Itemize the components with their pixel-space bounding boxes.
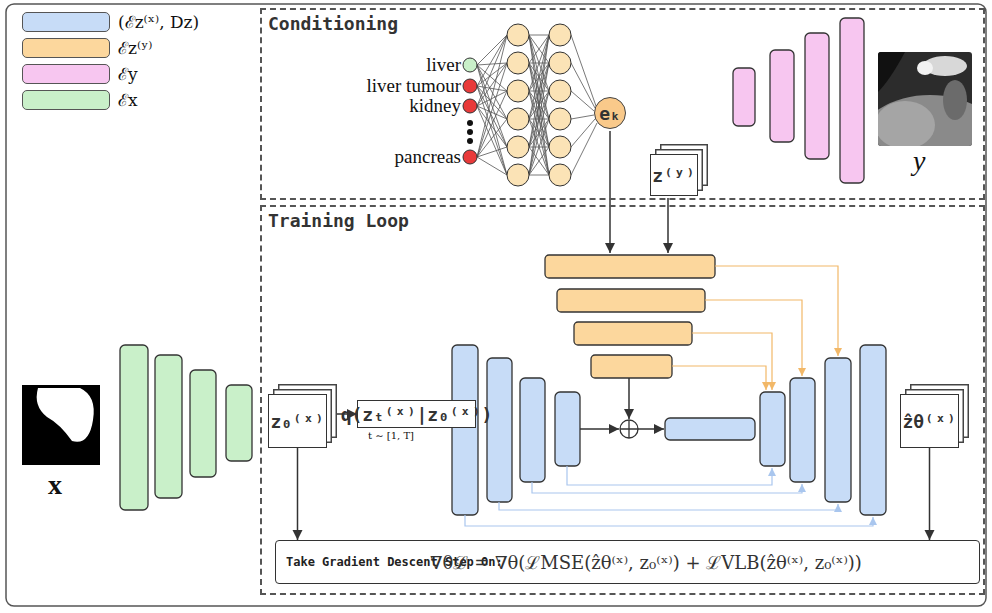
outer-frame — [6, 4, 986, 606]
node-text: z₀⁽ˣ⁾ — [270, 411, 324, 432]
node-text: ẑθ⁽ˣ⁾ — [902, 411, 956, 432]
training-panel: Training Loop z₀⁽ˣ⁾ q(zₜ⁽ˣ⁾|z₀⁽ˣ⁾) ẑθ⁽ˣ⁾ Tak… — [260, 205, 985, 595]
input-unit — [463, 58, 477, 72]
image-encoder — [733, 18, 864, 183]
input-unit — [463, 79, 477, 93]
legend-swatch — [22, 12, 110, 32]
mask-image — [22, 385, 100, 465]
node-text: z⁽ʸ⁾ — [652, 165, 695, 186]
embedding-node: eₖ — [594, 97, 626, 129]
network-input-units — [463, 58, 477, 164]
loss-box: Take Gradient Descent Step On: ∇θℒ = ∇θ(ℒ… — [275, 540, 980, 584]
flow-arrow — [929, 448, 931, 540]
class-label: liver tumour — [367, 75, 461, 97]
legend-swatch — [22, 90, 110, 110]
ct-image — [878, 52, 972, 146]
network-edges — [477, 35, 597, 175]
input-unit — [463, 150, 477, 164]
node-body-text: ∇θℒ = ∇θ(ℒMSE(ẑθ⁽ˣ⁾, z₀⁽ˣ⁾) + ℒVLB(ẑθ⁽ˣ⁾… — [430, 550, 862, 574]
unet-arrows — [580, 378, 664, 429]
mask-label: x — [48, 470, 62, 500]
unet-blocks — [452, 345, 886, 515]
legend-text: ℰz⁽ʸ⁾ — [118, 38, 153, 58]
ellipsis-dots — [467, 120, 473, 144]
legend-text: ℰy — [118, 64, 138, 84]
legend-text: ℰx — [118, 90, 138, 110]
noise-process-box: q(zₜ⁽ˣ⁾|z₀⁽ˣ⁾) — [357, 400, 476, 428]
latent-stack: z⁽ʸ⁾ — [650, 154, 698, 196]
class-label: liver — [426, 54, 461, 76]
conditioning-panel: Conditioning eₖ z⁽ʸ⁾ — [260, 8, 985, 200]
sum-symbol — [620, 420, 638, 438]
legend-swatch — [22, 64, 110, 84]
node-text: eₖ — [599, 103, 621, 124]
mask-encoder — [120, 345, 252, 510]
node-text: q(zₜ⁽ˣ⁾|z₀⁽ˣ⁾) — [341, 404, 493, 425]
node-text: Take Gradient Descent Step On: — [286, 555, 418, 569]
condition-skip-lines — [672, 266, 838, 390]
condition-arrow — [609, 131, 611, 253]
latent-stack: ẑθ⁽ˣ⁾ — [900, 394, 959, 448]
timestep-label: t ∼ [1, T] — [368, 430, 414, 442]
flow-arrow — [297, 448, 299, 540]
legend-text: (ℰz⁽ˣ⁾, Dz) — [118, 12, 199, 32]
input-unit — [463, 99, 477, 113]
latent-stack: z₀⁽ˣ⁾ — [268, 394, 327, 448]
image-label: y — [913, 146, 925, 176]
condition-encoder — [545, 255, 715, 378]
unet-skip-lines — [465, 466, 873, 526]
class-label: kidney — [409, 95, 461, 117]
node-text: Training Loop — [268, 210, 409, 231]
class-label: pancreas — [395, 146, 461, 168]
network-hidden-units — [507, 24, 571, 186]
node-text: Conditioning — [268, 13, 398, 34]
legend-swatch — [22, 38, 110, 58]
